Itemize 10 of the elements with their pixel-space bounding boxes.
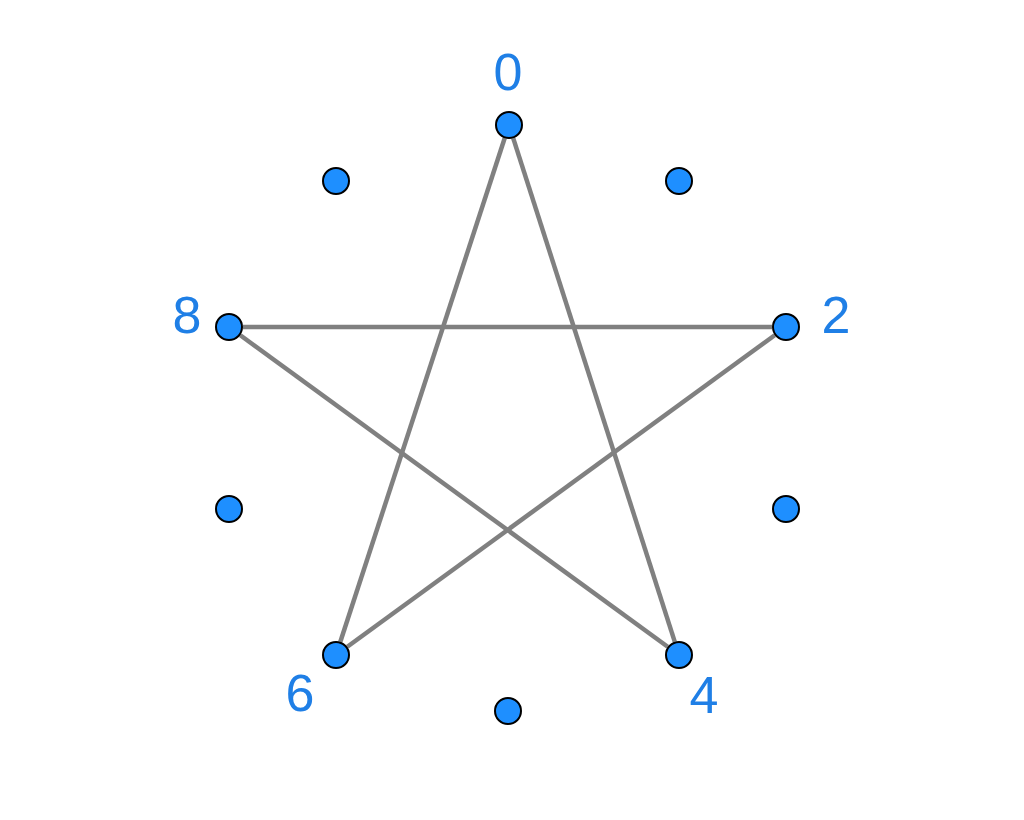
node-label: 2: [821, 289, 851, 341]
connector-line: [511, 137, 677, 643]
connector-line: [346, 333, 776, 649]
connector-line: [239, 333, 669, 649]
node-label: 4: [689, 669, 719, 721]
node-label: 8: [172, 289, 202, 341]
connector-line: [243, 324, 772, 330]
node-label: 0: [493, 46, 523, 98]
connector-line: [338, 137, 507, 643]
node-label: 6: [285, 667, 315, 719]
